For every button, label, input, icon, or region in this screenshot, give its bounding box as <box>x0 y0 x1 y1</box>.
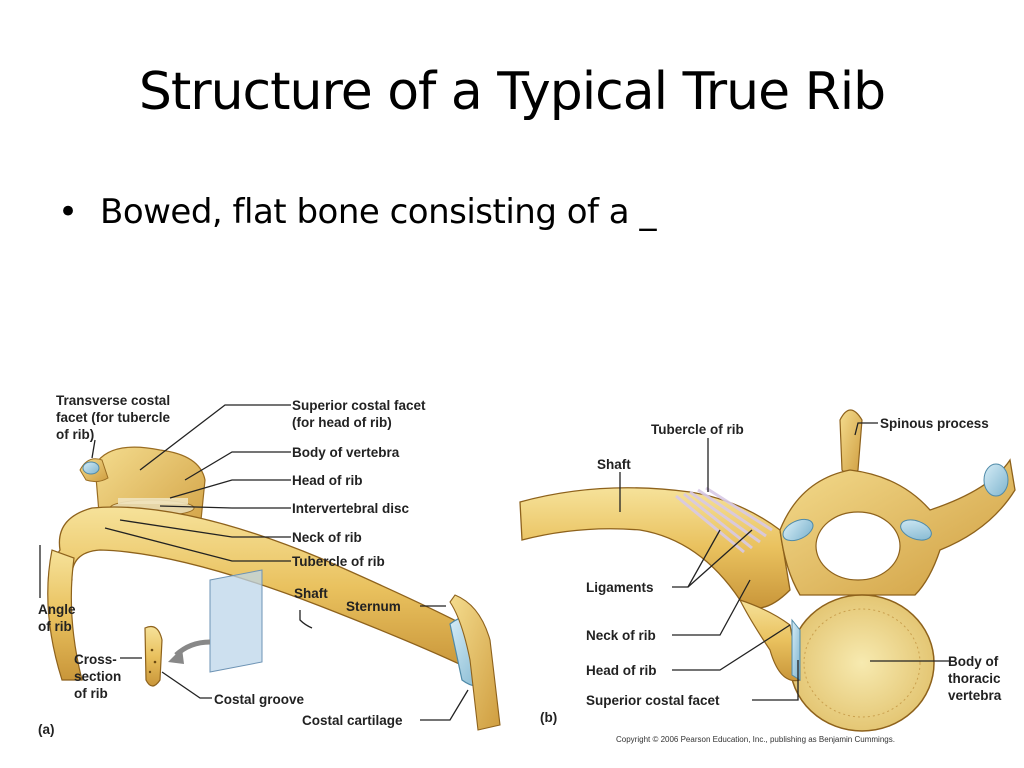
panel-a-labels: Transverse costal facet (for tubercle of… <box>38 393 426 737</box>
label-b-vertebra: vertebra <box>948 688 1002 703</box>
label-a-angle-2: of rib <box>38 619 72 634</box>
panel-b-labels: Tubercle of rib Spinous process Shaft Li… <box>540 416 1002 744</box>
label-a-costal-cartilage: Costal cartilage <box>302 713 403 728</box>
label-b-ligaments: Ligaments <box>586 580 654 595</box>
label-a-costal-groove: Costal groove <box>214 692 305 707</box>
panel-a-marker: (a) <box>38 722 55 737</box>
bullet-dot: • <box>58 192 78 232</box>
panel-a-leader-lines <box>39 404 469 721</box>
label-b-neck-of-rib: Neck of rib <box>586 628 656 643</box>
copyright-notice: Copyright © 2006 Pearson Education, Inc.… <box>616 735 895 744</box>
label-a-intervertebral-disc: Intervertebral disc <box>292 501 410 516</box>
slide-title: Structure of a Typical True Rib <box>138 62 886 122</box>
label-a-superior-costal-2: (for head of rib) <box>292 415 392 430</box>
label-a-neck-of-rib: Neck of rib <box>292 530 362 545</box>
label-a-cross-section-2: section <box>74 669 121 684</box>
rib-anatomy-figure: Transverse costal facet (for tubercle of… <box>38 393 1016 744</box>
label-a-transverse-costal: Transverse costal <box>56 393 170 408</box>
panel-b-drawing <box>519 409 1016 732</box>
label-a-transverse-costal-2: facet (for tubercle <box>56 410 171 425</box>
label-b-spinous-process: Spinous process <box>880 416 989 431</box>
label-b-body-of: Body of <box>948 654 999 669</box>
label-b-thoracic: thoracic <box>948 671 1001 686</box>
panel-b-marker: (b) <box>540 710 557 725</box>
label-b-tubercle-of-rib: Tubercle of rib <box>651 422 744 437</box>
label-b-superior-costal-facet: Superior costal facet <box>586 693 720 708</box>
label-a-head-of-rib: Head of rib <box>292 473 363 488</box>
label-a-shaft: Shaft <box>294 586 328 601</box>
label-a-cross-section-3: of rib <box>74 686 108 701</box>
label-b-head-of-rib: Head of rib <box>586 663 657 678</box>
label-a-angle: Angle <box>38 602 76 617</box>
panel-a-drawing <box>47 446 501 731</box>
panel-b-leader-lines <box>619 422 950 701</box>
label-a-superior-costal: Superior costal facet <box>292 398 426 413</box>
label-a-transverse-costal-3: of rib) <box>56 427 94 442</box>
label-b-shaft: Shaft <box>597 457 631 472</box>
bullet-text: Bowed, flat bone consisting of a _ <box>100 192 656 232</box>
bullet-item: • Bowed, flat bone consisting of a _ <box>58 192 656 232</box>
label-a-cross-section: Cross- <box>74 652 117 667</box>
label-a-body-vertebra: Body of vertebra <box>292 445 400 460</box>
label-a-tubercle-of-rib: Tubercle of rib <box>292 554 385 569</box>
label-a-sternum: Sternum <box>346 599 401 614</box>
